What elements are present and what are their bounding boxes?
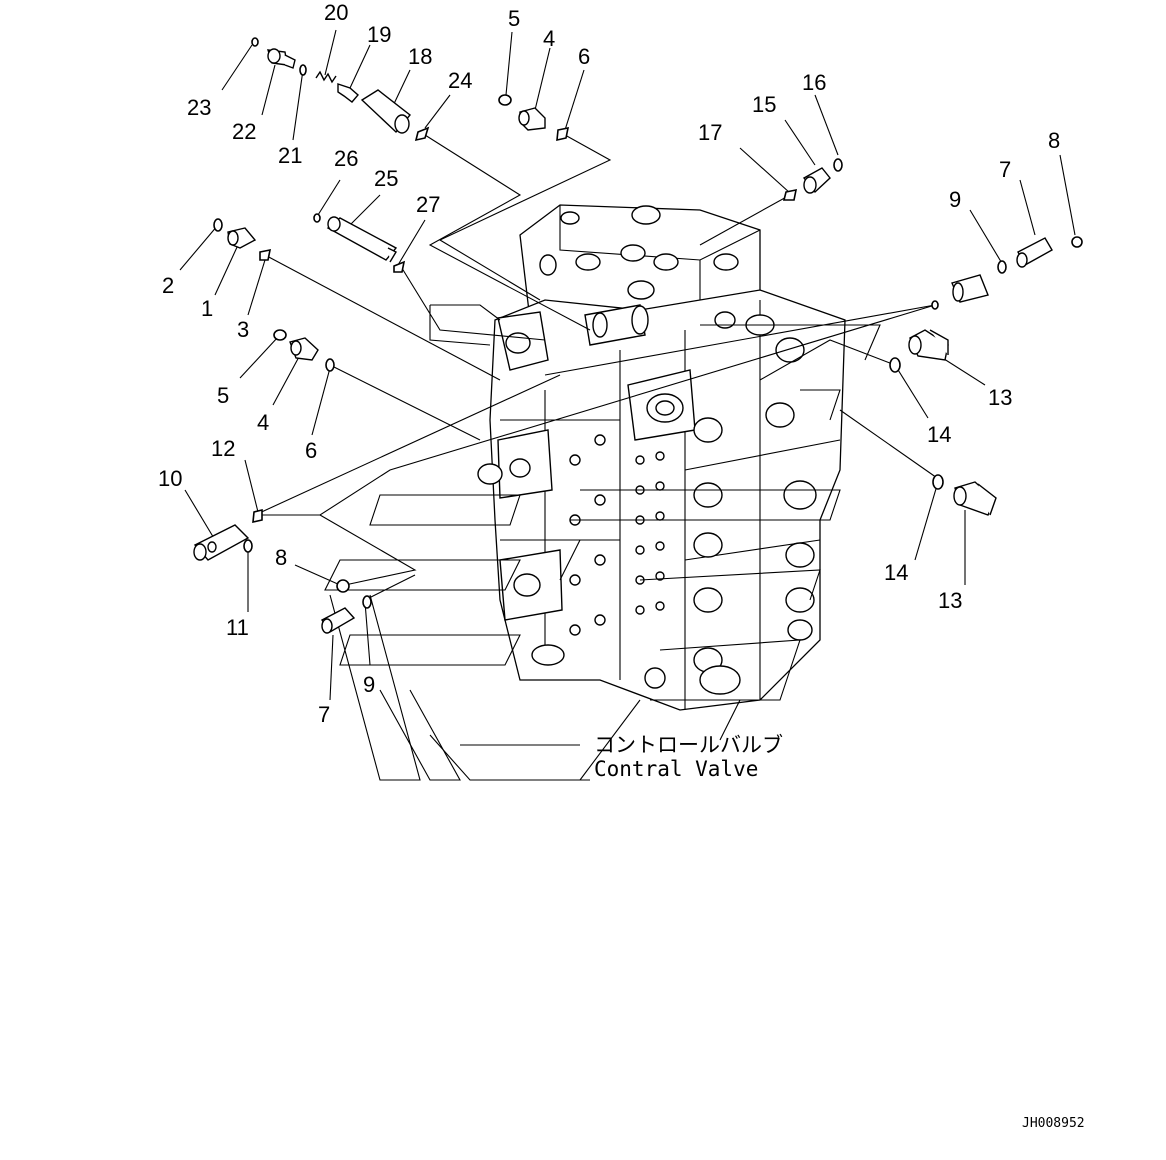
callout-7-lower: 7 (318, 702, 330, 727)
part-7-connector-lower (320, 607, 356, 634)
part-13-pressure-sensor-lower (953, 481, 997, 516)
callout-26: 26 (334, 146, 358, 171)
caption-english: Contral Valve (594, 757, 758, 781)
drawing-id: JH008952 (1022, 1116, 1085, 1131)
callout-3: 3 (237, 317, 249, 342)
part-3-o-ring (259, 248, 272, 261)
callout-1: 1 (201, 296, 213, 321)
part-6-o-ring (556, 126, 570, 142)
part-6-o-ring-left (325, 358, 335, 372)
callout-15: 15 (752, 92, 776, 117)
part-9-o-ring-right (997, 260, 1007, 274)
part-4-elbow (518, 107, 546, 131)
part-14-o-ring-lower (932, 474, 944, 490)
part-27-o-ring (393, 260, 406, 273)
part-24-o-ring (414, 126, 430, 142)
callout-22: 22 (232, 119, 256, 144)
callout-5-left: 5 (217, 383, 229, 408)
callout-4-left: 4 (257, 410, 269, 435)
leader-lines (179, 29, 1076, 701)
callout-11: 11 (226, 615, 249, 640)
control-valve-body (477, 204, 846, 711)
part-13-pressure-sensor-upper (908, 329, 949, 361)
part-1-connector (227, 227, 257, 249)
part-25-plug (326, 216, 398, 263)
callout-7-right: 7 (999, 157, 1011, 182)
callout-2: 2 (162, 273, 174, 298)
callout-6-top: 6 (578, 44, 590, 69)
part-21-o-ring (299, 64, 307, 76)
callout-8-right: 8 (1048, 128, 1060, 153)
callout-12: 12 (211, 436, 235, 461)
callout-labels: 20 19 18 23 22 21 24 5 4 6 16 15 17 8 7 … (158, 0, 1060, 727)
part-14-o-ring-upper (889, 357, 901, 373)
part-19-poppet (337, 83, 359, 103)
direction-outlines (324, 324, 881, 781)
part-26-o-ring (313, 213, 321, 223)
top-bolts (539, 205, 739, 300)
callout-23: 23 (187, 95, 211, 120)
callout-14-lower: 14 (884, 560, 908, 585)
callout-27: 27 (416, 192, 440, 217)
part-8-o-ring-right (1071, 236, 1083, 248)
callout-19: 19 (367, 22, 391, 47)
part-5-o-ring-left (273, 329, 287, 341)
part-18-plug (360, 89, 411, 134)
part-11-o-ring (243, 539, 253, 553)
part-17-o-ring (782, 188, 798, 201)
part-22-elbow (267, 48, 296, 69)
callout-9-lower: 9 (363, 672, 375, 697)
callout-10: 10 (158, 466, 182, 491)
part-10-connector (193, 524, 250, 561)
spool-caps (477, 311, 817, 695)
part-12-o-ring (252, 508, 263, 524)
part-7-connector-right (1016, 237, 1053, 268)
part-8-o-ring-lower (336, 579, 350, 593)
callout-8-lower: 8 (275, 545, 287, 570)
part-4-elbow-left (289, 337, 319, 361)
callout-17: 17 (698, 120, 722, 145)
part-20-spring (315, 70, 337, 84)
callout-14-upper: 14 (927, 422, 951, 447)
part-16-o-ring (833, 158, 843, 172)
caption-japanese: コントロールバルブ (594, 733, 783, 757)
callout-16: 16 (802, 70, 826, 95)
callout-13-upper: 13 (988, 385, 1012, 410)
callout-6-left: 6 (305, 438, 317, 463)
parts (193, 37, 1083, 634)
callout-25: 25 (374, 166, 398, 191)
part-9-o-ring-lower (362, 595, 372, 609)
callout-18: 18 (408, 44, 432, 69)
callout-21: 21 (278, 143, 302, 168)
right-sleeve (951, 274, 989, 303)
part-2-o-ring (213, 218, 223, 232)
callout-5-top: 5 (508, 6, 520, 31)
callout-13-lower: 13 (938, 588, 962, 613)
part-5-o-ring (498, 94, 512, 106)
callout-24: 24 (448, 68, 472, 93)
callout-20: 20 (324, 0, 348, 25)
part-15-connector (802, 167, 831, 194)
part-23-o-ring (251, 37, 259, 47)
callout-4-top: 4 (543, 26, 555, 51)
callout-9-right: 9 (949, 187, 961, 212)
